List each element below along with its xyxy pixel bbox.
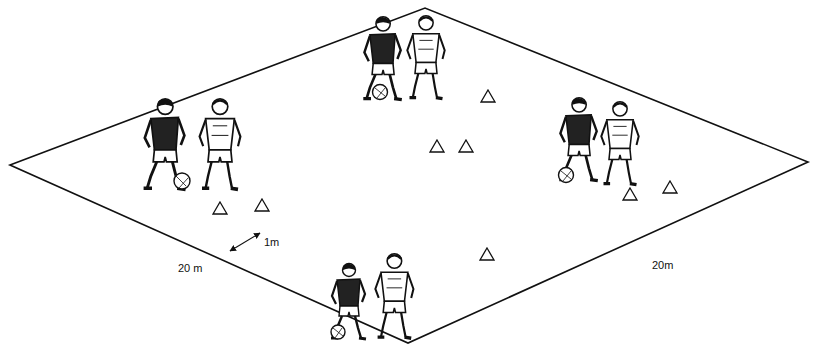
player-pair-bottom: [331, 254, 413, 339]
dimension-label: 20m: [650, 259, 675, 272]
cones: [213, 90, 677, 260]
dimension-label: 20 m: [176, 262, 204, 275]
player-pair-right: [559, 98, 639, 185]
player-pair-top: [363, 16, 444, 100]
dimension-arrow: [230, 233, 260, 251]
dimension-label: 1m: [262, 236, 281, 249]
field-outline: [10, 8, 808, 343]
player-pair-left: [144, 99, 241, 190]
